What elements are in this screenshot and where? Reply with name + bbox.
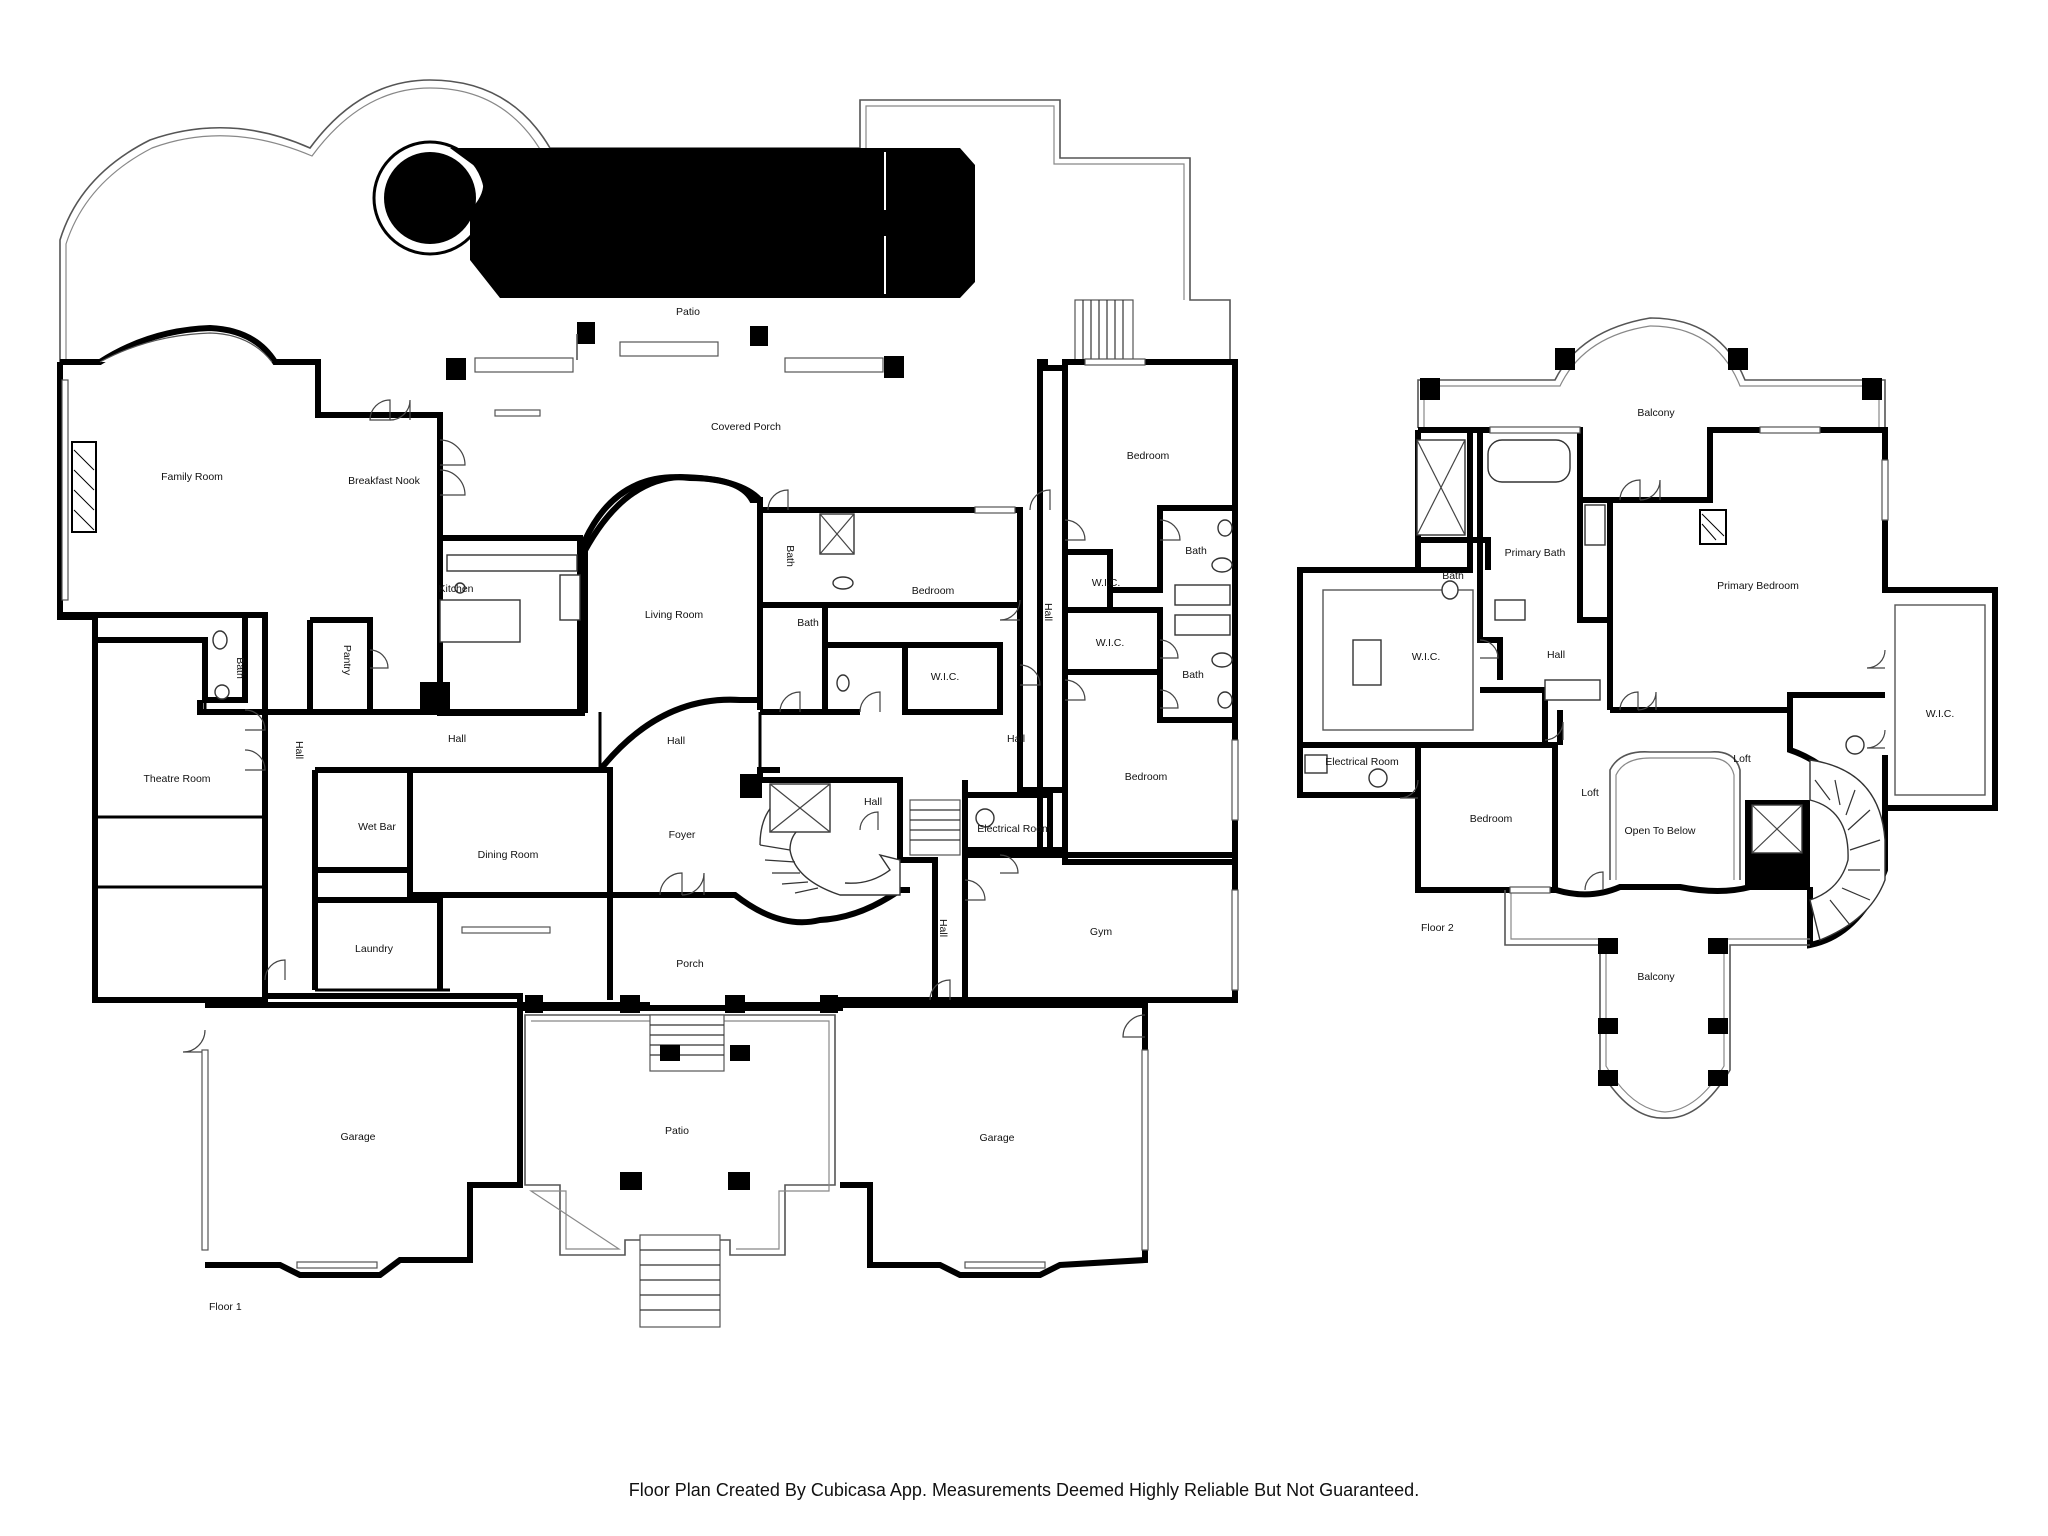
label-balcony-top: Balcony	[1637, 407, 1675, 419]
label-family-room: Family Room	[161, 471, 223, 483]
label-electrical-room: Electrical Room	[977, 823, 1051, 835]
floor-2-stair	[1745, 759, 1886, 941]
patio-steps-top	[1074, 299, 1134, 361]
label-bedroom-right: Bedroom	[1125, 771, 1168, 783]
label-hall-gym: Hall	[937, 919, 949, 937]
label-theatre-room: Theatre Room	[143, 773, 210, 785]
label-hall-vertical: Hall	[293, 741, 305, 759]
label-bath-right-2: Bath	[1182, 669, 1204, 681]
label-laundry: Laundry	[355, 943, 394, 955]
label-electrical-room-2: Electrical Room	[1325, 756, 1399, 768]
label-loft-left: Loft	[1581, 787, 1599, 799]
label-loft-right: Loft	[1733, 753, 1751, 765]
label-bath-b: Bath	[797, 617, 819, 629]
label-patio-top: Patio	[676, 306, 700, 318]
label-primary-bath: Primary Bath	[1505, 547, 1566, 559]
label-open-to-below: Open To Below	[1624, 825, 1695, 837]
label-pantry: Pantry	[341, 645, 353, 676]
label-bath: Bath	[1442, 570, 1464, 582]
label-hall-main: Hall	[448, 733, 466, 745]
label-garage-right: Garage	[979, 1132, 1014, 1144]
floor-1-labels: Patio Covered Porch Family Room Breakfas…	[143, 306, 1207, 1313]
label-patio-front: Patio	[665, 1125, 689, 1137]
label-dining-room: Dining Room	[478, 849, 539, 861]
label-hall-right: Hall	[1007, 733, 1025, 745]
disclaimer-footer: Floor Plan Created By Cubicasa App. Meas…	[628, 1480, 1420, 1500]
label-bath-small: Bath	[234, 657, 246, 679]
label-bath-a: Bath	[784, 545, 796, 567]
label-bedroom-top-right: Bedroom	[1127, 450, 1170, 462]
label-porch: Porch	[676, 958, 704, 970]
label-hall-stairs: Hall	[864, 796, 882, 808]
label-wic-right: W.I.C.	[1926, 708, 1955, 720]
label-bedroom-center: Bedroom	[912, 585, 955, 597]
label-covered-porch: Covered Porch	[711, 421, 781, 433]
front-steps	[639, 1014, 725, 1328]
service-stairs	[909, 799, 961, 856]
label-balcony-bottom: Balcony	[1637, 971, 1675, 983]
label-kitchen: Kitchen	[438, 583, 473, 595]
label-breakfast-nook: Breakfast Nook	[348, 475, 421, 487]
floor-2-plan	[1297, 317, 1998, 1119]
label-wic-left: W.I.C.	[1412, 651, 1441, 663]
label-bath-right-1: Bath	[1185, 545, 1207, 557]
label-hall-right-vertical: Hall	[1042, 603, 1054, 621]
floor-2-label: Floor 2	[1421, 922, 1454, 934]
label-foyer: Foyer	[669, 829, 696, 841]
floor-2-labels: Balcony Primary Bath Bath Primary Bedroo…	[1325, 407, 1954, 983]
label-primary-bedroom: Primary Bedroom	[1717, 580, 1799, 592]
label-wic-center: W.I.C.	[931, 671, 960, 683]
foyer-spiral-stair	[759, 783, 901, 896]
label-wic-right-1: W.I.C.	[1092, 577, 1121, 589]
label-garage-left: Garage	[340, 1131, 375, 1143]
label-living-room: Living Room	[645, 609, 704, 621]
floor-1-label: Floor 1	[209, 1301, 242, 1313]
label-gym: Gym	[1090, 926, 1112, 938]
label-bedroom-2: Bedroom	[1470, 813, 1513, 825]
floor-1-plan	[57, 79, 1239, 1328]
pool	[372, 140, 975, 298]
label-wic-right-2: W.I.C.	[1096, 637, 1125, 649]
label-hall: Hall	[1547, 649, 1565, 661]
label-hall-center: Hall	[667, 735, 685, 747]
label-wet-bar: Wet Bar	[358, 821, 396, 833]
